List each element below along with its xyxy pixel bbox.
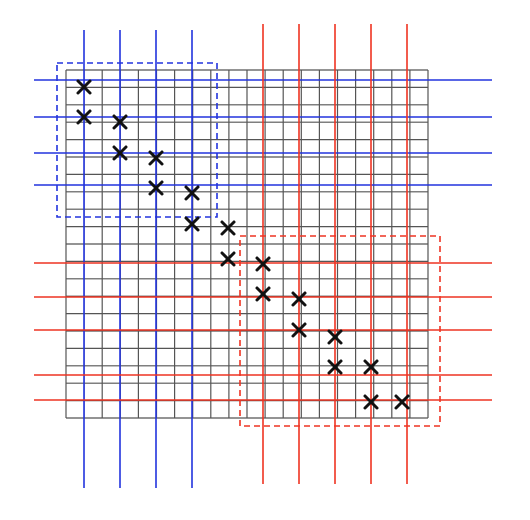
- cross-mark: [291, 291, 307, 307]
- cross-stroke: [327, 359, 343, 375]
- red-dashed-box: [239, 235, 441, 427]
- cross-stroke: [112, 114, 128, 130]
- cross-stroke: [76, 109, 92, 125]
- cross-mark: [291, 322, 307, 338]
- cross-stroke: [184, 185, 200, 201]
- cross-stroke: [291, 291, 307, 307]
- cross-stroke: [220, 220, 236, 236]
- cross-mark: [363, 394, 379, 410]
- cross-mark: [76, 79, 92, 95]
- cross-mark: [112, 114, 128, 130]
- cross-stroke: [363, 394, 379, 410]
- cross-stroke: [255, 256, 271, 272]
- dashed-boxes: [56, 62, 441, 427]
- cross-mark: [184, 216, 200, 232]
- cross-mark: [148, 150, 164, 166]
- cross-mark: [255, 286, 271, 302]
- cross-mark: [327, 359, 343, 375]
- cross-mark: [148, 180, 164, 196]
- cross-mark: [76, 109, 92, 125]
- cross-stroke: [394, 394, 410, 410]
- cross-stroke: [112, 145, 128, 161]
- cross-stroke: [184, 216, 200, 232]
- cross-stroke: [220, 251, 236, 267]
- cross-stroke: [363, 359, 379, 375]
- cross-mark: [220, 251, 236, 267]
- cross-stroke: [76, 79, 92, 95]
- cross-stroke: [148, 150, 164, 166]
- cross-mark: [394, 394, 410, 410]
- cross-stroke: [327, 329, 343, 345]
- cross-mark: [363, 359, 379, 375]
- cross-mark: [327, 329, 343, 345]
- cross-mark: [255, 256, 271, 272]
- blue-dashed-box: [56, 62, 218, 218]
- cross-mark: [184, 185, 200, 201]
- cross-stroke: [291, 322, 307, 338]
- cross-mark: [220, 220, 236, 236]
- cross-marks: [76, 79, 410, 410]
- cross-mark: [112, 145, 128, 161]
- cross-stroke: [148, 180, 164, 196]
- cross-stroke: [255, 286, 271, 302]
